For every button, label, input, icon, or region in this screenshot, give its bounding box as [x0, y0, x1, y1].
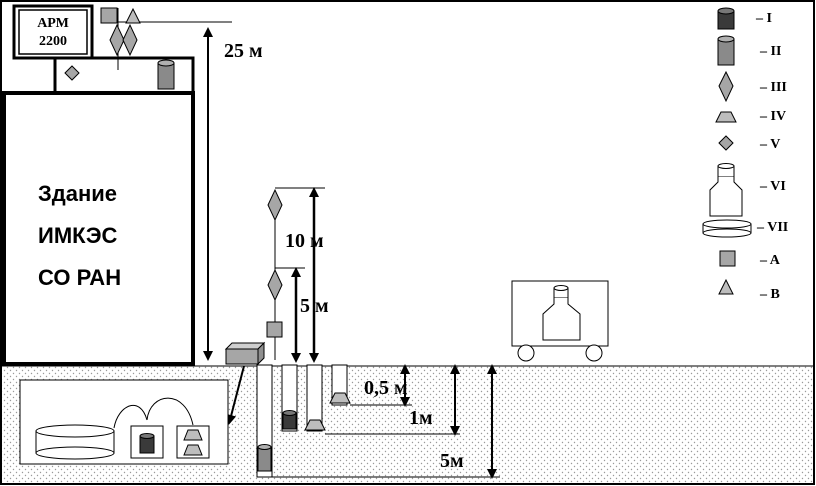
legend-label-a: – A	[759, 253, 781, 268]
inset-sensor-iv-top-icon	[183, 429, 203, 441]
ground-logger-box	[224, 341, 266, 366]
dimension-1m-label: 1м	[409, 407, 433, 429]
legend-cylinder-i-icon	[717, 7, 735, 30]
trailer-instrument-vi-icon	[542, 285, 581, 341]
borehole-5m-cylinder-ii-icon	[257, 444, 272, 472]
legend: – I – II – III – IV – V – VI – VII – A –…	[702, 7, 788, 302]
legend-disc-vii-icon	[702, 219, 752, 238]
building	[2, 91, 195, 366]
legend-label-vii: – VII	[756, 220, 788, 235]
mobile-lab-trailer	[511, 280, 609, 362]
legend-bottle-vi-icon	[709, 163, 743, 217]
legend-label-i: – I	[755, 11, 772, 26]
legend-square-a-icon	[719, 250, 736, 267]
legend-label-ii: – II	[759, 44, 781, 59]
legend-label-iii: – III	[759, 80, 787, 95]
dimension-5m-depth-label: 5м	[440, 450, 464, 472]
building-label-3: СО РАН	[38, 265, 121, 290]
mast-sensor-a-icon	[100, 7, 118, 24]
legend-label-b: – B	[759, 287, 780, 302]
meteo-tower	[266, 187, 325, 360]
borehole-sensor-iv-shallow-icon	[329, 392, 351, 404]
dimension-10m-label: 10 м	[285, 230, 324, 252]
apm-model: 2200	[39, 34, 67, 49]
boreholes	[256, 364, 351, 478]
dimension-25m-label: 25 м	[224, 40, 263, 62]
borehole-1m-b	[306, 364, 323, 432]
legend-triangle-b-icon	[718, 278, 734, 295]
inset-cylinder-i-icon	[139, 433, 155, 454]
building-label-2: ИМКЭС	[38, 223, 117, 248]
tower-sensor-a-icon	[266, 321, 283, 338]
legend-small-diamond-v-icon	[718, 135, 734, 151]
legend-diamond-iii-icon	[718, 70, 734, 103]
inset-sensor-iv-bottom-icon	[183, 444, 203, 456]
legend-cylinder-ii-icon	[717, 35, 735, 66]
borehole-sensor-iv-deep-icon	[304, 419, 326, 431]
legend-label-vi: – VI	[759, 179, 786, 194]
tower-sensor-iii-top-icon	[267, 188, 283, 222]
legend-label-iv: – IV	[759, 109, 786, 124]
inset-tank	[35, 424, 115, 460]
logger-zoom-arrow	[226, 365, 245, 425]
trailer-wheel-left	[517, 344, 535, 362]
mast-sensor-iii-right-icon	[122, 23, 138, 57]
tower-sensor-iii-mid-icon	[267, 268, 283, 302]
roof-cylinder-ii-icon	[157, 59, 175, 90]
apm-box: АРМ 2200	[12, 4, 94, 60]
rooftop-mast	[100, 7, 232, 70]
apm-label: АРМ	[37, 16, 69, 31]
mast-sensor-b-icon	[125, 7, 141, 24]
dimension-5m-tower-label: 5 м	[300, 295, 329, 317]
borehole-cylinder-i-icon	[282, 410, 297, 430]
legend-label-v: – V	[759, 137, 780, 152]
inset-detail-box	[19, 379, 229, 465]
trailer-wheel-right	[585, 344, 603, 362]
dimension-0-5m-label: 0,5 м	[364, 377, 408, 399]
roof-sensor-v-icon	[64, 65, 80, 81]
legend-trapezoid-iv-icon	[715, 111, 737, 123]
building-label-1: Здание	[38, 181, 117, 206]
